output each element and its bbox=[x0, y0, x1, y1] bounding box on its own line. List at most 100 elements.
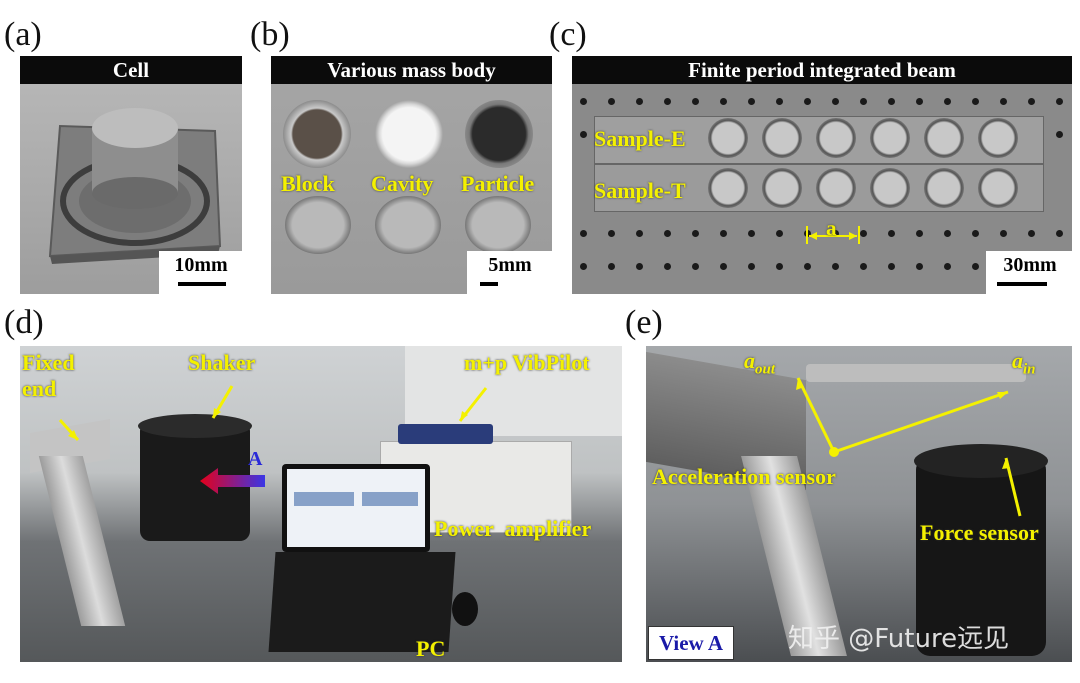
table-hole bbox=[636, 98, 643, 105]
cell-sample-image bbox=[48, 108, 222, 264]
panel-a-header: Cell bbox=[20, 56, 242, 84]
particle-cup bbox=[465, 100, 533, 168]
table-hole bbox=[636, 263, 643, 270]
table-hole bbox=[888, 263, 895, 270]
particle-lid bbox=[465, 196, 531, 254]
a-out-subscript: out bbox=[755, 361, 776, 378]
table-hole bbox=[1056, 230, 1063, 237]
vibpilot-unit bbox=[398, 424, 493, 444]
label-fixed-end: Fixed end bbox=[22, 350, 75, 401]
table-hole bbox=[580, 98, 587, 105]
table-hole bbox=[608, 98, 615, 105]
table-hole bbox=[720, 98, 727, 105]
panel-label-a: (a) bbox=[4, 16, 42, 53]
table-hole bbox=[720, 230, 727, 237]
table-hole bbox=[748, 98, 755, 105]
table-hole bbox=[972, 263, 979, 270]
sample-t-cell bbox=[708, 168, 748, 208]
watermark: 知乎 @Future远见 bbox=[788, 624, 1010, 654]
optical-table-holes bbox=[572, 56, 1072, 294]
table-hole bbox=[580, 230, 587, 237]
beam-cells bbox=[572, 56, 1072, 294]
table-hole bbox=[972, 98, 979, 105]
view-a-box: View A bbox=[648, 626, 734, 660]
mouse bbox=[452, 592, 478, 626]
beam-top-row bbox=[806, 364, 1026, 382]
panel-a-cell-photo: Cell 10mm bbox=[20, 56, 242, 294]
wall-cabinet bbox=[405, 346, 622, 436]
view-a-label: View A bbox=[659, 631, 723, 655]
label-period-a: a bbox=[826, 216, 837, 240]
laptop-screen bbox=[282, 464, 430, 552]
label-vibpilot: m+p VibPilot bbox=[464, 350, 590, 375]
table-hole bbox=[1028, 230, 1035, 237]
table-hole bbox=[832, 230, 839, 237]
panel-b-scale-bar bbox=[480, 282, 498, 286]
table-hole bbox=[832, 98, 839, 105]
a-in-subscript: in bbox=[1023, 361, 1036, 378]
sample-e-cell bbox=[816, 118, 856, 158]
panel-c-scale-text: 30mm bbox=[1003, 254, 1057, 276]
sample-t-cell bbox=[870, 168, 910, 208]
table-hole bbox=[664, 98, 671, 105]
panel-c-beam-photo: Finite period integrated beam Sample-E S… bbox=[572, 56, 1072, 294]
table-hole bbox=[888, 98, 895, 105]
label-particle: Particle bbox=[461, 171, 535, 196]
table-hole bbox=[944, 230, 951, 237]
table-hole bbox=[860, 230, 867, 237]
block-cup bbox=[283, 100, 351, 168]
sample-t-cell bbox=[924, 168, 964, 208]
sample-e-cell bbox=[762, 118, 802, 158]
sensor-leader-lines bbox=[796, 377, 1022, 517]
label-force-sensor: Force sensor bbox=[920, 520, 1039, 545]
table-hole bbox=[636, 230, 643, 237]
panel-a-scale-bar bbox=[178, 282, 226, 286]
period-marker bbox=[806, 226, 860, 244]
table-hole bbox=[664, 263, 671, 270]
table-hole bbox=[1028, 98, 1035, 105]
table-hole bbox=[1056, 98, 1063, 105]
table-hole bbox=[804, 263, 811, 270]
cavity-lid bbox=[375, 196, 441, 254]
label-block: Block bbox=[281, 171, 335, 196]
table-hole bbox=[1000, 98, 1007, 105]
panel-b-header: Various mass body bbox=[271, 56, 552, 84]
table-hole bbox=[1000, 230, 1007, 237]
sample-e-cell bbox=[924, 118, 964, 158]
label-pc: PC bbox=[416, 636, 446, 661]
table-hole bbox=[608, 263, 615, 270]
block-lid bbox=[285, 196, 351, 254]
label-arrow-a: A bbox=[248, 448, 263, 470]
table-hole bbox=[916, 98, 923, 105]
table-hole bbox=[776, 98, 783, 105]
label-cavity: Cavity bbox=[371, 171, 434, 196]
panel-label-e: (e) bbox=[625, 304, 663, 341]
panel-c-header: Finite period integrated beam bbox=[572, 56, 1072, 84]
label-acceleration-sensor: Acceleration sensor bbox=[652, 464, 836, 489]
panel-a-scale-box: 10mm bbox=[159, 251, 242, 294]
arrow-a bbox=[58, 385, 488, 494]
table-hole bbox=[916, 230, 923, 237]
table-hole bbox=[580, 263, 587, 270]
table-hole bbox=[748, 263, 755, 270]
table-hole bbox=[860, 263, 867, 270]
table-hole bbox=[888, 230, 895, 237]
table-hole bbox=[748, 230, 755, 237]
panel-b-scale-box: 5mm bbox=[467, 251, 552, 294]
panel-c-scale-bar bbox=[997, 282, 1047, 286]
a-out-symbol: a bbox=[744, 348, 755, 373]
label-sample-t: Sample-T bbox=[594, 178, 686, 203]
shaker-body-closeup bbox=[916, 456, 1046, 656]
table-hole bbox=[944, 263, 951, 270]
table-hole bbox=[580, 131, 587, 138]
panel-e-view-a-photo: aout ain Acceleration sensor Force senso… bbox=[646, 346, 1072, 662]
panel-label-c: (c) bbox=[549, 16, 587, 53]
table-hole bbox=[860, 98, 867, 105]
panel-c-scale-box: 30mm bbox=[986, 251, 1072, 294]
table-hole bbox=[692, 263, 699, 270]
table-hole bbox=[832, 263, 839, 270]
shaker-top-closeup bbox=[914, 444, 1048, 478]
table-hole bbox=[692, 230, 699, 237]
sample-t-cell bbox=[762, 168, 802, 208]
sample-e-cell bbox=[708, 118, 748, 158]
